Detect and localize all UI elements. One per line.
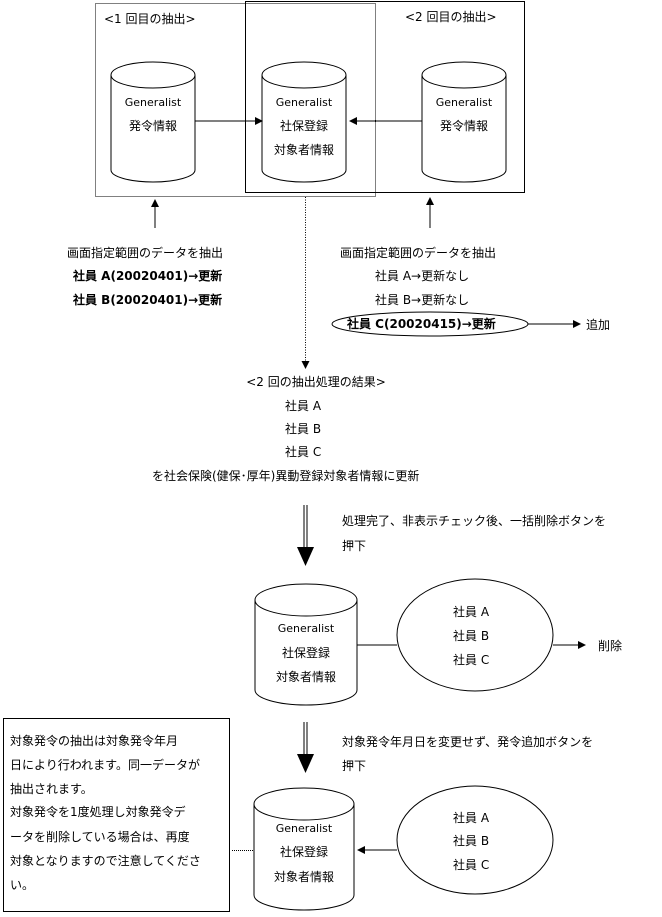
second-pass-highlighted: 社員 C(20020415)→更新: [346, 316, 496, 331]
right-db-name: Generalist: [436, 96, 493, 109]
double-down-arrow-icon: [297, 505, 314, 566]
delete-label: 削除: [598, 638, 622, 653]
employee-item: 社員 B: [453, 833, 489, 848]
db-type: 社保登録: [280, 844, 328, 859]
result-title: <2 回の抽出処理の結果>: [246, 375, 386, 389]
add-instruction: 対象発令年月日を変更せず、発令追加ボタンを: [342, 734, 593, 749]
first-extraction-box: [95, 3, 376, 197]
database-icon: [253, 787, 355, 911]
center-db-type: 社保登録: [280, 118, 328, 133]
second-pass-item: 社員 A→更新なし: [375, 268, 469, 283]
employee-item: 社員 A: [453, 604, 490, 619]
db-type2: 対象者情報: [276, 670, 336, 684]
db-type: 社保登録: [282, 645, 330, 660]
note-line: ータを削除している場合は、再度: [10, 829, 190, 844]
first-extraction-label: <1 回目の抽出>: [104, 12, 196, 26]
second-extraction-box: [245, 1, 525, 193]
left-db-name: Generalist: [125, 96, 182, 109]
left-db-type: 発令情報: [129, 118, 177, 133]
db-name: Generalist: [278, 622, 335, 635]
second-extraction-label: <2 回目の抽出>: [405, 10, 497, 24]
second-pass-item: 社員 B→更新なし: [375, 292, 469, 307]
first-pass-title: 画面指定範囲のデータを抽出: [67, 245, 223, 260]
center-db-type2: 対象者情報: [274, 143, 334, 157]
note-line: 対象となりますので注意してくださ: [10, 853, 201, 868]
double-down-arrow-icon: [297, 722, 314, 773]
note-line: い。: [10, 878, 34, 892]
note-line: 対象発令の抽出は対象発令年月: [10, 733, 178, 748]
note-line: 抽出されます。: [10, 782, 93, 796]
note-line: 対象発令を1度処理し対象発令デ: [10, 804, 186, 819]
center-database-icon: [261, 61, 347, 183]
right-database-icon: [421, 61, 507, 183]
second-pass-title: 画面指定範囲のデータを抽出: [340, 245, 496, 260]
result-item: 社員 C: [285, 444, 321, 459]
employee-item: 社員 C: [453, 652, 489, 667]
first-pass-item: 社員 A(20020401)→更新: [72, 268, 222, 283]
result-summary: を社会保険(健保･厚年)異動登録対象者情報に更新: [152, 468, 419, 483]
left-database-icon: [110, 61, 196, 183]
db-type2: 対象者情報: [274, 870, 334, 884]
database-icon: [254, 583, 358, 706]
add-instruction-cont: 押下: [342, 759, 366, 773]
delete-instruction-cont: 押下: [342, 539, 366, 553]
right-db-type: 発令情報: [440, 118, 488, 133]
result-item: 社員 A: [285, 398, 322, 413]
first-pass-item: 社員 B(20020401)→更新: [72, 292, 222, 307]
note-box: [3, 718, 230, 912]
center-db-name: Generalist: [276, 96, 333, 109]
employee-item: 社員 C: [453, 857, 489, 872]
add-label: 追加: [586, 317, 610, 332]
result-item: 社員 B: [285, 421, 321, 436]
delete-instruction: 処理完了、非表示チェック後、一括削除ボタンを: [342, 513, 606, 528]
employee-set-ellipse: [396, 578, 554, 692]
employee-item: 社員 B: [453, 628, 489, 643]
employee-set-ellipse: [396, 785, 554, 895]
employee-item: 社員 A: [453, 810, 490, 825]
note-line: 日により行われます。同一データが: [10, 757, 200, 772]
db-name: Generalist: [276, 822, 333, 835]
